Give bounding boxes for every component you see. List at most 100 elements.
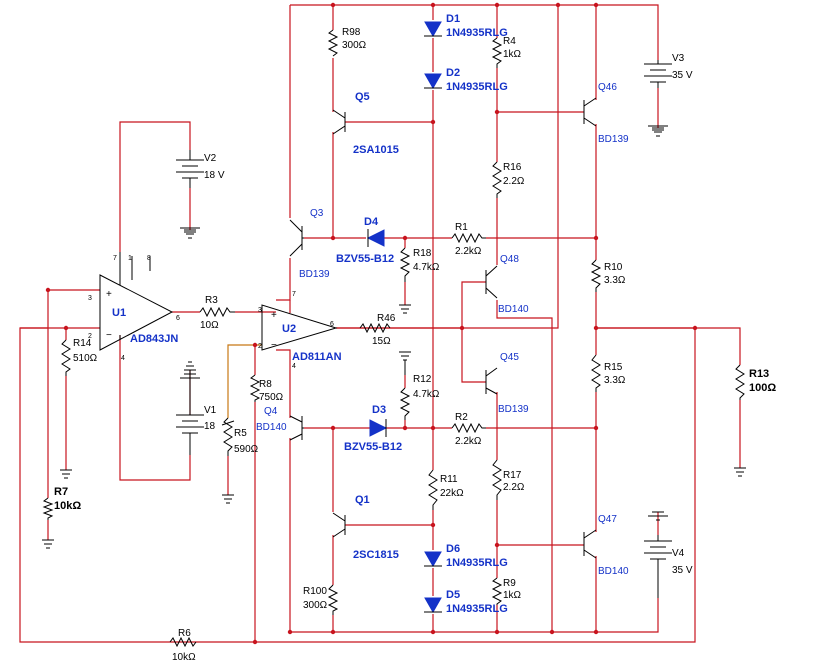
u2-ref: U2 xyxy=(282,323,296,335)
svg-text:18: 18 xyxy=(204,421,216,432)
svg-text:1N4935RLG: 1N4935RLG xyxy=(446,81,508,93)
svg-text:1N4935RLG: 1N4935RLG xyxy=(446,557,508,569)
svg-text:R7: R7 xyxy=(54,486,68,498)
svg-text:V2: V2 xyxy=(204,153,217,164)
svg-text:4.7kΩ: 4.7kΩ xyxy=(413,262,440,273)
resistors xyxy=(42,29,745,648)
svg-text:6: 6 xyxy=(330,321,334,328)
svg-text:2.2Ω: 2.2Ω xyxy=(503,482,525,493)
svg-text:Q45: Q45 xyxy=(500,352,519,363)
svg-text:R46: R46 xyxy=(377,313,396,324)
svg-text:35 V: 35 V xyxy=(672,70,693,81)
svg-text:3: 3 xyxy=(88,295,92,302)
u2-part: AD811AN xyxy=(292,351,342,363)
svg-text:Q4: Q4 xyxy=(264,406,278,417)
svg-text:R100: R100 xyxy=(303,586,327,597)
svg-text:V3: V3 xyxy=(672,53,685,64)
svg-text:15Ω: 15Ω xyxy=(372,336,391,347)
svg-text:300Ω: 300Ω xyxy=(303,600,328,611)
svg-text:D3: D3 xyxy=(372,404,386,416)
svg-text:R13: R13 xyxy=(749,368,769,380)
svg-text:R1: R1 xyxy=(455,222,468,233)
svg-text:BD139: BD139 xyxy=(498,404,529,415)
source-v2: V2 18 V xyxy=(176,150,225,233)
svg-text:R9: R9 xyxy=(503,578,516,589)
svg-text:10kΩ: 10kΩ xyxy=(54,500,81,512)
svg-text:V4: V4 xyxy=(672,548,685,559)
svg-text:R98: R98 xyxy=(342,27,361,38)
svg-text:35 V: 35 V xyxy=(672,565,693,576)
svg-text:Q1: Q1 xyxy=(355,494,370,506)
source-v4: V4 35 V xyxy=(644,511,693,598)
svg-text:510Ω: 510Ω xyxy=(73,353,98,364)
svg-text:10Ω: 10Ω xyxy=(200,320,219,331)
svg-text:BD139: BD139 xyxy=(299,269,330,280)
junction-dots xyxy=(45,2,698,645)
ground-symbols xyxy=(42,127,746,549)
wires xyxy=(19,4,741,643)
svg-text:−: − xyxy=(271,340,277,351)
svg-text:R2: R2 xyxy=(455,412,468,423)
svg-text:R10: R10 xyxy=(604,262,623,273)
svg-text:R8: R8 xyxy=(259,379,272,390)
svg-text:22kΩ: 22kΩ xyxy=(440,488,464,499)
svg-text:+: + xyxy=(271,310,277,321)
svg-text:300Ω: 300Ω xyxy=(342,40,367,51)
svg-text:Q48: Q48 xyxy=(500,254,519,265)
opamp-u2: 3 2 7 6 4 + − U2 AD811AN xyxy=(258,291,342,370)
labels: R98 300Ω R4 1kΩ R16 2.2Ω R18 4.7kΩ R1 2.… xyxy=(54,13,776,662)
svg-text:100Ω: 100Ω xyxy=(749,382,776,394)
svg-text:BD140: BD140 xyxy=(256,422,287,433)
svg-text:Q46: Q46 xyxy=(598,82,617,93)
svg-text:750Ω: 750Ω xyxy=(259,392,284,403)
svg-text:BZV55-B12: BZV55-B12 xyxy=(336,253,394,265)
svg-text:1N4935RLG: 1N4935RLG xyxy=(446,27,508,39)
svg-text:BD140: BD140 xyxy=(598,566,629,577)
svg-text:4.7kΩ: 4.7kΩ xyxy=(413,389,440,400)
svg-text:+: + xyxy=(106,289,112,300)
svg-text:R5: R5 xyxy=(234,428,247,439)
svg-text:Q3: Q3 xyxy=(310,208,324,219)
opamp-u1: 3 2 7 1 8 6 4 + − U1 AD843JN xyxy=(88,252,180,362)
svg-text:1kΩ: 1kΩ xyxy=(503,590,522,601)
svg-text:−: − xyxy=(106,330,112,341)
svg-text:1kΩ: 1kΩ xyxy=(503,49,522,60)
transistors xyxy=(289,97,597,559)
svg-text:D4: D4 xyxy=(364,216,379,228)
source-v1: V1 18 xyxy=(176,370,217,455)
svg-text:4: 4 xyxy=(292,363,296,370)
svg-text:4: 4 xyxy=(121,355,125,362)
svg-text:2: 2 xyxy=(88,333,92,340)
svg-text:R11: R11 xyxy=(440,474,458,485)
svg-text:R17: R17 xyxy=(503,470,522,481)
svg-text:590Ω: 590Ω xyxy=(234,444,259,455)
svg-text:3.3Ω: 3.3Ω xyxy=(604,375,626,386)
svg-text:D6: D6 xyxy=(446,543,460,555)
svg-text:BD140: BD140 xyxy=(498,304,529,315)
svg-text:D5: D5 xyxy=(446,589,460,601)
svg-text:2: 2 xyxy=(258,343,262,350)
svg-text:8: 8 xyxy=(147,255,151,262)
svg-text:2.2kΩ: 2.2kΩ xyxy=(455,436,482,447)
svg-text:R12: R12 xyxy=(413,374,432,385)
svg-text:Q5: Q5 xyxy=(355,91,370,103)
svg-text:2.2kΩ: 2.2kΩ xyxy=(455,246,482,257)
svg-text:10kΩ: 10kΩ xyxy=(172,652,196,662)
svg-text:7: 7 xyxy=(292,291,296,298)
svg-text:V1: V1 xyxy=(204,405,217,416)
svg-text:R6: R6 xyxy=(178,628,191,639)
u1-part: AD843JN xyxy=(130,333,178,345)
svg-text:R4: R4 xyxy=(503,36,516,47)
svg-text:R16: R16 xyxy=(503,162,522,173)
u1-ref: U1 xyxy=(112,307,126,319)
diodes xyxy=(366,21,442,614)
svg-text:7: 7 xyxy=(113,255,117,262)
svg-text:R18: R18 xyxy=(413,248,432,259)
svg-text:R3: R3 xyxy=(205,295,218,306)
source-v3: V3 35 V xyxy=(644,53,693,131)
svg-text:2SC1815: 2SC1815 xyxy=(353,549,399,561)
svg-text:2.2Ω: 2.2Ω xyxy=(503,176,525,187)
svg-text:D1: D1 xyxy=(446,13,460,25)
svg-text:Q47: Q47 xyxy=(598,514,617,525)
